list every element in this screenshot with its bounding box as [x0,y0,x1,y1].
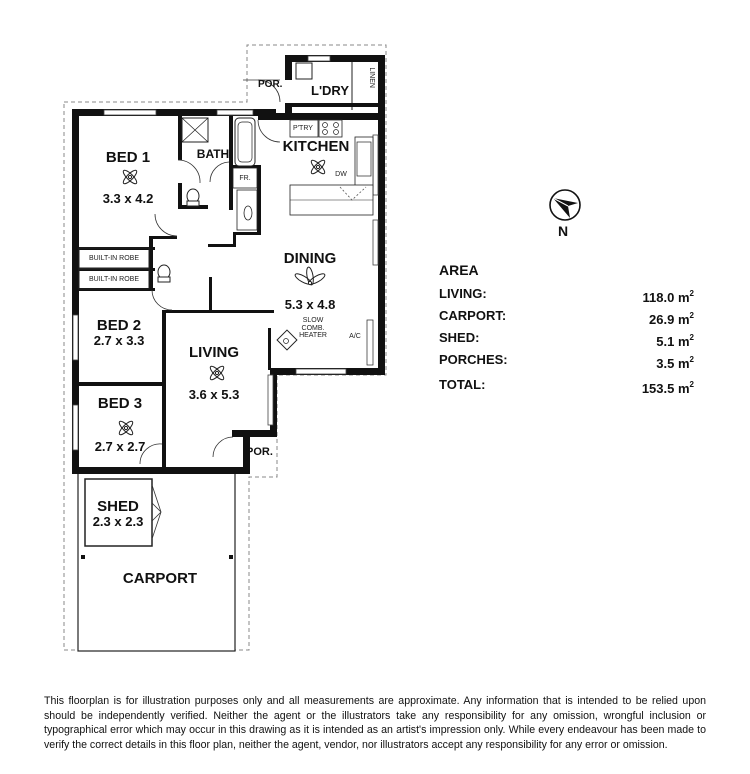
robe-label-2: BUILT-IN ROBE [88,276,140,283]
area-value: 5.1 m2 [656,333,694,349]
area-row-shed: SHED: 5.1 m2 [439,329,694,351]
robe-label-1: BUILT-IN ROBE [88,255,140,262]
room-bed2: BED 2 [96,317,142,334]
room-living: LIVING [188,344,240,361]
area-label: CARPORT: [439,308,507,323]
room-dims-living: 3.6 x 5.3 [188,387,240,402]
room-name: BED 1 [105,149,151,166]
basin-icon [243,205,253,221]
heater-icon [276,329,298,351]
shed-outline [84,478,153,547]
floorplan-drawing [63,44,387,652]
room-porch-front: POR. [246,446,273,458]
sink-bench [354,136,374,188]
fridge-label: FR. [239,175,251,182]
area-summary: AREA LIVING: 118.0 m2 CARPORT: 26.9 m2 S… [439,262,694,398]
ac-unit [366,319,374,366]
dishwasher-label: DW [335,171,347,178]
room-dims-shed: 2.3 x 2.3 [92,514,144,529]
area-row-total: TOTAL: 153.5 m2 [439,376,694,398]
area-row-living: LIVING: 118.0 m2 [439,285,694,307]
carport-post-left [81,555,85,559]
sink-icon [356,141,372,177]
dishwasher-door [339,186,367,201]
area-row-porches: PORCHES: 3.5 m2 [439,351,694,373]
area-value: 26.9 m2 [649,311,694,327]
linen-label: LINEN [368,67,376,88]
heater-label: SLOW COMB. HEATER [299,317,327,340]
fridge-outline [232,167,258,189]
room-dims-bed2: 2.7 x 3.3 [93,333,145,348]
compass-label: N [558,223,569,239]
area-label: PORCHES: [439,352,508,367]
pantry-outline [289,119,319,138]
room-carport: CARPORT [122,570,198,587]
area-label: TOTAL: [439,377,486,392]
area-value: 153.5 m2 [641,380,694,396]
room-bed3: BED 3 [97,395,143,412]
north-arrow-icon [549,189,581,221]
ac-label: A/C [349,333,361,340]
windows [72,55,379,451]
ceiling-fans [118,159,326,436]
room-porch-rear: POR. [258,79,283,90]
area-value: 3.5 m2 [656,355,694,371]
carport-post-right [229,555,233,559]
room-shed: SHED [97,498,139,515]
bathtub-icon [234,117,256,167]
area-row-carport: CARPORT: 26.9 m2 [439,307,694,329]
room-bed1: BED 1 [106,150,150,165]
site-boundary [63,44,387,651]
room-laundry: L'DRY [311,83,349,98]
laundry-tub-icon [295,62,313,80]
room-bath: BATH [196,147,230,161]
area-title: AREA [439,262,479,278]
room-dims-bed3: 2.7 x 2.7 [94,439,146,454]
cooktop-icon [318,119,343,138]
robes [78,247,150,290]
room-dining: DINING [283,250,337,267]
vanity-outline [236,189,258,231]
disclaimer-text: This floorplan is for illustration purpo… [44,695,706,751]
area-label: LIVING: [439,286,487,301]
area-label: SHED: [439,330,480,345]
room-dims-dining: 5.3 x 4.8 [284,297,336,312]
room-dims-bed1: 3.3 x 4.2 [102,191,154,206]
door-swings [139,79,281,465]
pantry-label: P'TRY [293,125,313,132]
room-kitchen: KITCHEN [282,138,350,155]
shed-door-icon [151,484,162,540]
area-value: 118.0 m2 [642,289,694,305]
